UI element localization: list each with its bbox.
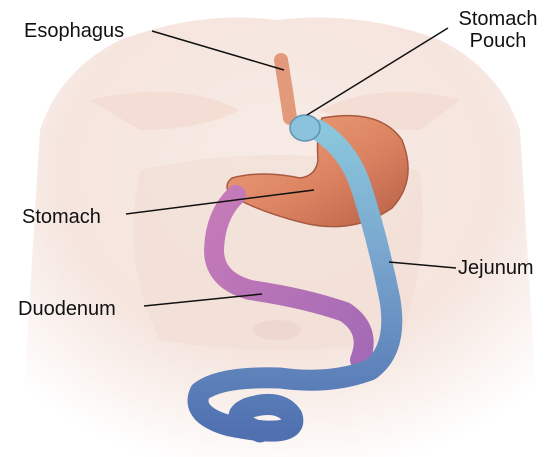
label-stomach: Stomach — [22, 206, 101, 228]
label-jejunum: Jejunum — [458, 257, 534, 279]
label-esophagus: Esophagus — [24, 20, 124, 42]
label-stomach-pouch: Stomach Pouch — [448, 8, 548, 52]
label-duodenum: Duodenum — [18, 298, 116, 320]
esophagus-tube — [281, 60, 290, 118]
stomach-pouch-organ — [290, 115, 320, 141]
